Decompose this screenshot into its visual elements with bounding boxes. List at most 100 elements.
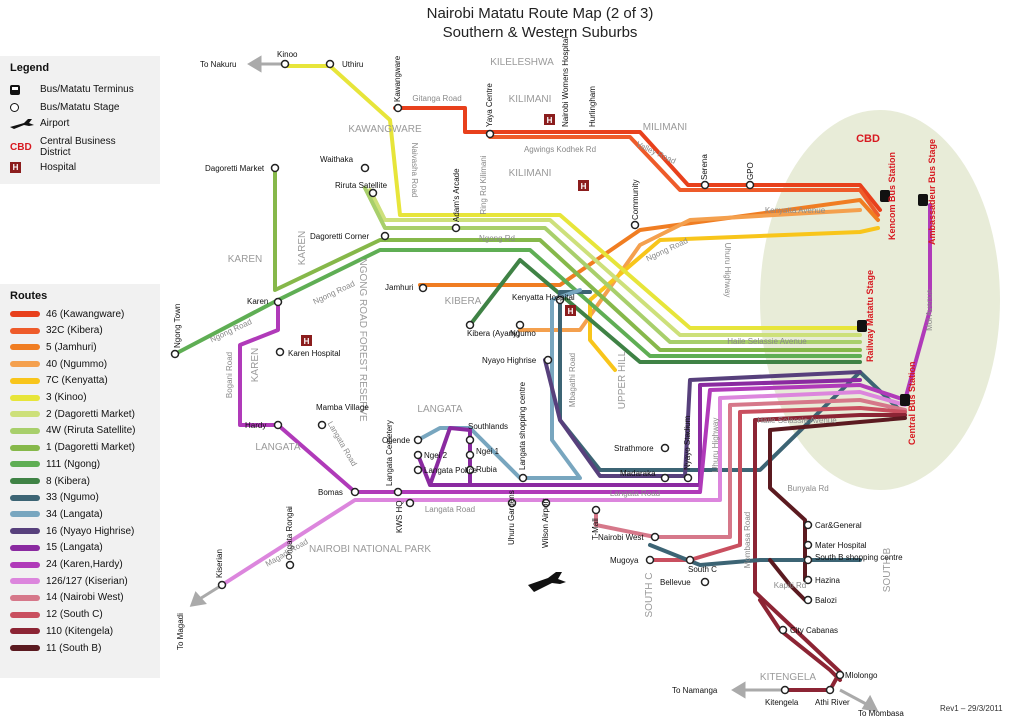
road-label: Ngong Road bbox=[312, 279, 357, 306]
stop-dot bbox=[825, 685, 835, 695]
route-color-swatch bbox=[10, 444, 40, 451]
area-label: NAIROBI NATIONAL PARK bbox=[309, 544, 431, 555]
stop-label: Kibera (Ayany) bbox=[467, 329, 520, 338]
area-label: SOUTH C bbox=[644, 573, 655, 618]
route-color-swatch bbox=[10, 361, 40, 368]
legend-row-airport: Airport bbox=[10, 118, 69, 129]
route-color-swatch bbox=[10, 377, 40, 384]
route-color-swatch bbox=[10, 427, 40, 434]
road-label: Ngong Rd bbox=[479, 234, 515, 243]
stop-dot bbox=[270, 163, 280, 173]
legend-label: Hospital bbox=[40, 162, 77, 173]
stop-label: Athi River bbox=[815, 698, 850, 707]
stop-label: Dagoretti Corner bbox=[310, 232, 369, 241]
stop-label: Kawangware bbox=[393, 55, 402, 102]
stop-dot bbox=[317, 420, 327, 430]
stop-label: Hurlingham bbox=[588, 86, 597, 127]
stop-dot bbox=[543, 355, 553, 365]
area-label: KILELESHWA bbox=[490, 57, 554, 68]
stop-dot bbox=[645, 555, 655, 565]
route-color-swatch bbox=[10, 394, 40, 401]
route-color-swatch bbox=[10, 311, 40, 317]
route-color-swatch bbox=[10, 544, 40, 551]
stop-label: Wilson Airport bbox=[541, 498, 550, 548]
route-label: 1 (Dagoretti Market) bbox=[46, 442, 135, 454]
routes-panel: Routes 46 (Kawangware)32C (Kibera)5 (Jam… bbox=[0, 284, 160, 678]
stop-label: South B shopping centre bbox=[815, 553, 903, 562]
map-title-line1: Nairobi Matatu Route Map (2 of 3) bbox=[426, 5, 654, 22]
route-label: 14 (Nairobi West) bbox=[46, 592, 124, 604]
revision-label: Rev1 – 29/3/2011 bbox=[940, 704, 1003, 713]
stop-dot bbox=[418, 283, 428, 293]
road-label: Langata Road bbox=[425, 505, 475, 514]
route-line-111 bbox=[173, 248, 862, 358]
stop-label: T-Mall bbox=[591, 518, 600, 540]
route-legend-item: 3 (Kinoo) bbox=[10, 390, 87, 406]
route-legend-item: 32C (Kibera) bbox=[10, 323, 103, 339]
route-line-34 bbox=[416, 288, 582, 480]
arrow-mombasa bbox=[839, 688, 869, 707]
cbd-symbol: CBD bbox=[10, 141, 32, 153]
stop-dot bbox=[325, 59, 335, 69]
arrow-magadi bbox=[197, 583, 223, 602]
hospital-icon bbox=[578, 180, 589, 191]
hospital-icon-letter: H bbox=[304, 337, 310, 346]
stop-dot bbox=[660, 473, 670, 483]
terminus-icon bbox=[10, 84, 20, 95]
route-label: 24 (Karen,Hardy) bbox=[46, 559, 123, 570]
stop-dot bbox=[685, 555, 695, 565]
route-color-swatch bbox=[10, 594, 40, 601]
route-color-swatch bbox=[10, 511, 40, 518]
route-legend-item: 7C (Kenyatta) bbox=[10, 373, 108, 389]
stop-dot bbox=[273, 420, 283, 430]
route-legend-item: 11 (South B) bbox=[10, 640, 101, 656]
stop-dot bbox=[350, 487, 360, 497]
map-title: Nairobi Matatu Route Map (2 of 3) Southe… bbox=[360, 4, 720, 42]
stop-label: GPO bbox=[746, 162, 755, 180]
arrow-magadi-head bbox=[189, 591, 207, 607]
stop-dot bbox=[835, 670, 845, 680]
stop-dot bbox=[273, 297, 283, 307]
route-line-15 bbox=[416, 378, 862, 487]
route-legend-item: 12 (South C) bbox=[10, 607, 103, 623]
stop-dot bbox=[630, 220, 640, 230]
route-legend-item: 8 (Kibera) bbox=[10, 473, 90, 489]
hospital-icon bbox=[565, 305, 576, 316]
route-line-32c bbox=[488, 135, 880, 217]
stop-dot bbox=[217, 580, 227, 590]
stop-dot bbox=[745, 180, 755, 190]
route-color-swatch bbox=[10, 528, 40, 535]
route-legend-item: 1 (Dagoretti Market) bbox=[10, 440, 135, 456]
area-label: KITENGELA bbox=[760, 672, 816, 683]
legend-row-terminus: Bus/Matatu Terminus bbox=[10, 84, 134, 95]
hospital-icon-letter: H bbox=[568, 307, 574, 316]
route-color-swatch bbox=[10, 344, 40, 351]
hospital-icon bbox=[544, 114, 555, 125]
stop-dot bbox=[803, 540, 813, 550]
stop-label: Kiserian bbox=[215, 549, 224, 578]
area-label: KAREN bbox=[250, 348, 261, 382]
terminus-icon bbox=[880, 190, 890, 202]
area-label: KILIMANI bbox=[509, 94, 552, 105]
stop-dot bbox=[465, 465, 475, 475]
route-label: 111 (Ngong) bbox=[46, 458, 101, 470]
area-label: KAREN bbox=[297, 231, 308, 265]
route-color-swatch bbox=[10, 461, 40, 468]
route-label: 8 (Kibera) bbox=[46, 475, 90, 487]
stop-dot bbox=[360, 163, 370, 173]
route-color-swatch bbox=[10, 611, 40, 618]
route-line-126 bbox=[220, 390, 907, 587]
route-line-4w bbox=[363, 186, 862, 344]
legend-label: Bus/Matatu Terminus bbox=[40, 84, 134, 95]
stop-dot bbox=[650, 532, 660, 542]
road-label: Agwings Kodhek Rd bbox=[524, 145, 596, 154]
stop-label: Mater Hospital bbox=[815, 541, 867, 550]
terminal-label: Railway Matatu Stage bbox=[865, 270, 875, 362]
stop-dot bbox=[170, 349, 180, 359]
legend-label: Bus/Matatu Stage bbox=[40, 102, 120, 113]
stop-label: Kitengela bbox=[765, 698, 799, 707]
stop-label: Hardy bbox=[245, 421, 266, 430]
stop-label: Southlands bbox=[468, 422, 508, 431]
stop-dot bbox=[541, 498, 551, 508]
route-legend-item: 14 (Nairobi West) bbox=[10, 590, 124, 606]
